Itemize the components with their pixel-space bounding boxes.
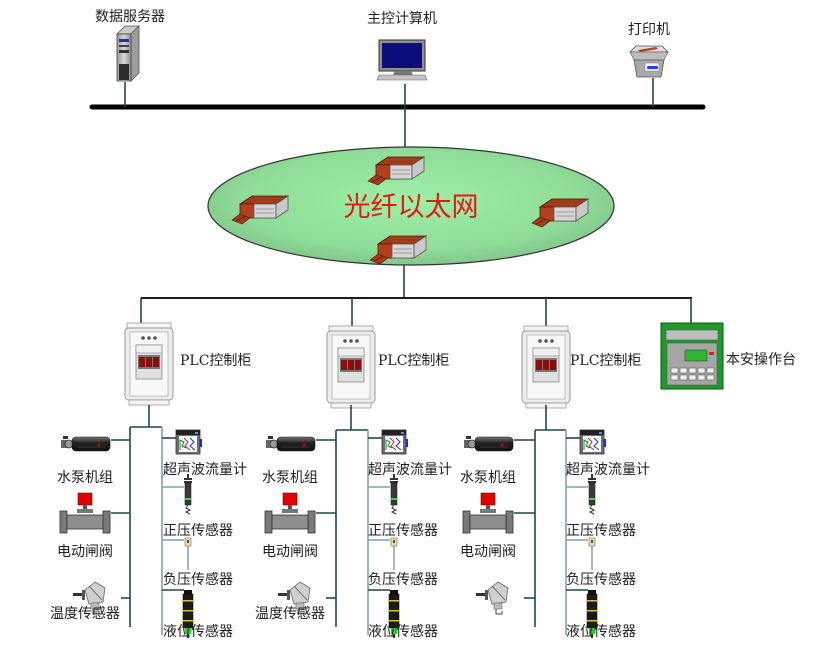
- positive-pressure-sensor-icon: [183, 473, 193, 515]
- field-device[interactable]: 电动闸阀: [57, 492, 130, 560]
- field-device-label: 电动闸阀: [57, 544, 113, 560]
- plc-cabinet-label: PLC控制柜: [378, 353, 449, 369]
- monitor-icon: [376, 39, 428, 81]
- electric-valve-icon: [264, 492, 316, 534]
- field-device-label: 正压传感器: [163, 522, 233, 539]
- field-device-label: 温度传感器: [255, 605, 325, 622]
- plc-cabinet-2[interactable]: PLC控制柜: [326, 325, 449, 409]
- field-device[interactable]: 负压传感器: [368, 537, 438, 588]
- host-computer[interactable]: 主控计算机: [367, 11, 437, 81]
- field-device[interactable]: 水泵机组: [57, 435, 130, 486]
- field-device-label: 超声波流量计: [566, 462, 650, 478]
- intrinsic-safe-console[interactable]: 本安操作台: [660, 322, 796, 390]
- printer-icon: [629, 45, 669, 78]
- positive-pressure-sensor-icon: [587, 473, 597, 515]
- field-device[interactable]: 超声波流量计: [368, 429, 452, 478]
- electric-valve-icon: [59, 492, 111, 534]
- data-server[interactable]: 数据服务器: [95, 9, 165, 82]
- negative-pressure-sensor-icon: [184, 537, 192, 571]
- field-device-label: 超声波流量计: [368, 462, 452, 478]
- ultrasonic-flowmeter-icon: [381, 429, 409, 455]
- field-device[interactable]: 水泵机组: [262, 435, 336, 486]
- ultrasonic-flowmeter-icon: [579, 429, 607, 455]
- field-device[interactable]: 液位传感器: [368, 589, 438, 640]
- field-device[interactable]: [475, 581, 535, 615]
- top-ethernet-bus: [89, 78, 706, 152]
- controller-bus: [140, 265, 692, 327]
- negative-pressure-sensor-icon: [588, 537, 596, 571]
- ring-title: 光纤以太网: [344, 192, 479, 223]
- plc-cabinet-icon: [521, 325, 571, 409]
- water-pump-icon: [265, 435, 316, 452]
- electric-valve-icon: [462, 492, 514, 534]
- fiber-ethernet-ring: 光纤以太网: [207, 146, 615, 266]
- plc-cabinet-label: PLC控制柜: [570, 353, 641, 369]
- host-computer-label: 主控计算机: [367, 11, 437, 27]
- positive-pressure-sensor-icon: [389, 473, 399, 515]
- field-device-label: 水泵机组: [460, 470, 516, 486]
- plc-cabinet-icon: [124, 322, 174, 406]
- console-label: 本安操作台: [726, 352, 796, 368]
- field-device[interactable]: 水泵机组: [460, 435, 535, 486]
- server-tower-icon: [116, 25, 140, 82]
- field-device[interactable]: 超声波流量计: [162, 429, 247, 478]
- field-device-label: 正压传感器: [368, 522, 438, 539]
- field-device-label: 正压传感器: [566, 522, 636, 539]
- plc-cabinet-label: PLC控制柜: [180, 353, 251, 369]
- water-pump-icon: [463, 435, 514, 452]
- field-device[interactable]: 超声波流量计: [566, 429, 650, 478]
- field-device[interactable]: 电动闸阀: [262, 492, 336, 560]
- field-device[interactable]: 负压传感器: [162, 537, 233, 588]
- field-device[interactable]: 电动闸阀: [460, 492, 535, 560]
- field-device-label: 温度传感器: [50, 605, 120, 622]
- ultrasonic-flowmeter-icon: [175, 429, 203, 455]
- field-device-label: 水泵机组: [57, 470, 113, 486]
- field-device-label: 负压传感器: [368, 571, 438, 588]
- field-device-label: 液位传感器: [368, 623, 438, 640]
- plc-cabinet-1[interactable]: PLC控制柜: [124, 322, 251, 406]
- printer-label: 打印机: [628, 21, 670, 38]
- printer[interactable]: 打印机: [628, 21, 670, 78]
- field-device-clusters: 水泵机组电动闸阀温度传感器超声波流量计正压传感器负压传感器液位传感器水泵机组电动…: [50, 405, 650, 640]
- field-device[interactable]: 液位传感器: [162, 589, 233, 640]
- field-device-label: 电动闸阀: [262, 544, 318, 560]
- field-device-label: 液位传感器: [566, 623, 636, 640]
- field-device[interactable]: 温度传感器: [255, 581, 336, 622]
- plc-cabinet-3[interactable]: PLC控制柜: [521, 325, 641, 409]
- field-device[interactable]: 温度传感器: [50, 581, 130, 622]
- field-device-label: 电动闸阀: [460, 544, 516, 560]
- operator-console-icon: [660, 322, 724, 390]
- field-device-label: 负压传感器: [566, 571, 636, 588]
- negative-pressure-sensor-icon: [390, 537, 398, 571]
- temperature-sensor-icon: [475, 581, 509, 615]
- field-device[interactable]: 正压传感器: [162, 473, 233, 539]
- water-pump-icon: [60, 435, 111, 452]
- field-device[interactable]: 负压传感器: [566, 537, 636, 588]
- plc-cabinet-icon: [326, 325, 376, 409]
- field-device[interactable]: 液位传感器: [566, 589, 636, 640]
- field-device[interactable]: 正压传感器: [566, 473, 636, 539]
- field-device-label: 超声波流量计: [163, 462, 247, 478]
- field-device[interactable]: 正压传感器: [368, 473, 438, 539]
- field-device-label: 负压传感器: [163, 571, 233, 588]
- field-device-label: 水泵机组: [262, 470, 318, 486]
- data-server-label: 数据服务器: [95, 9, 165, 25]
- field-device-label: 液位传感器: [163, 623, 233, 640]
